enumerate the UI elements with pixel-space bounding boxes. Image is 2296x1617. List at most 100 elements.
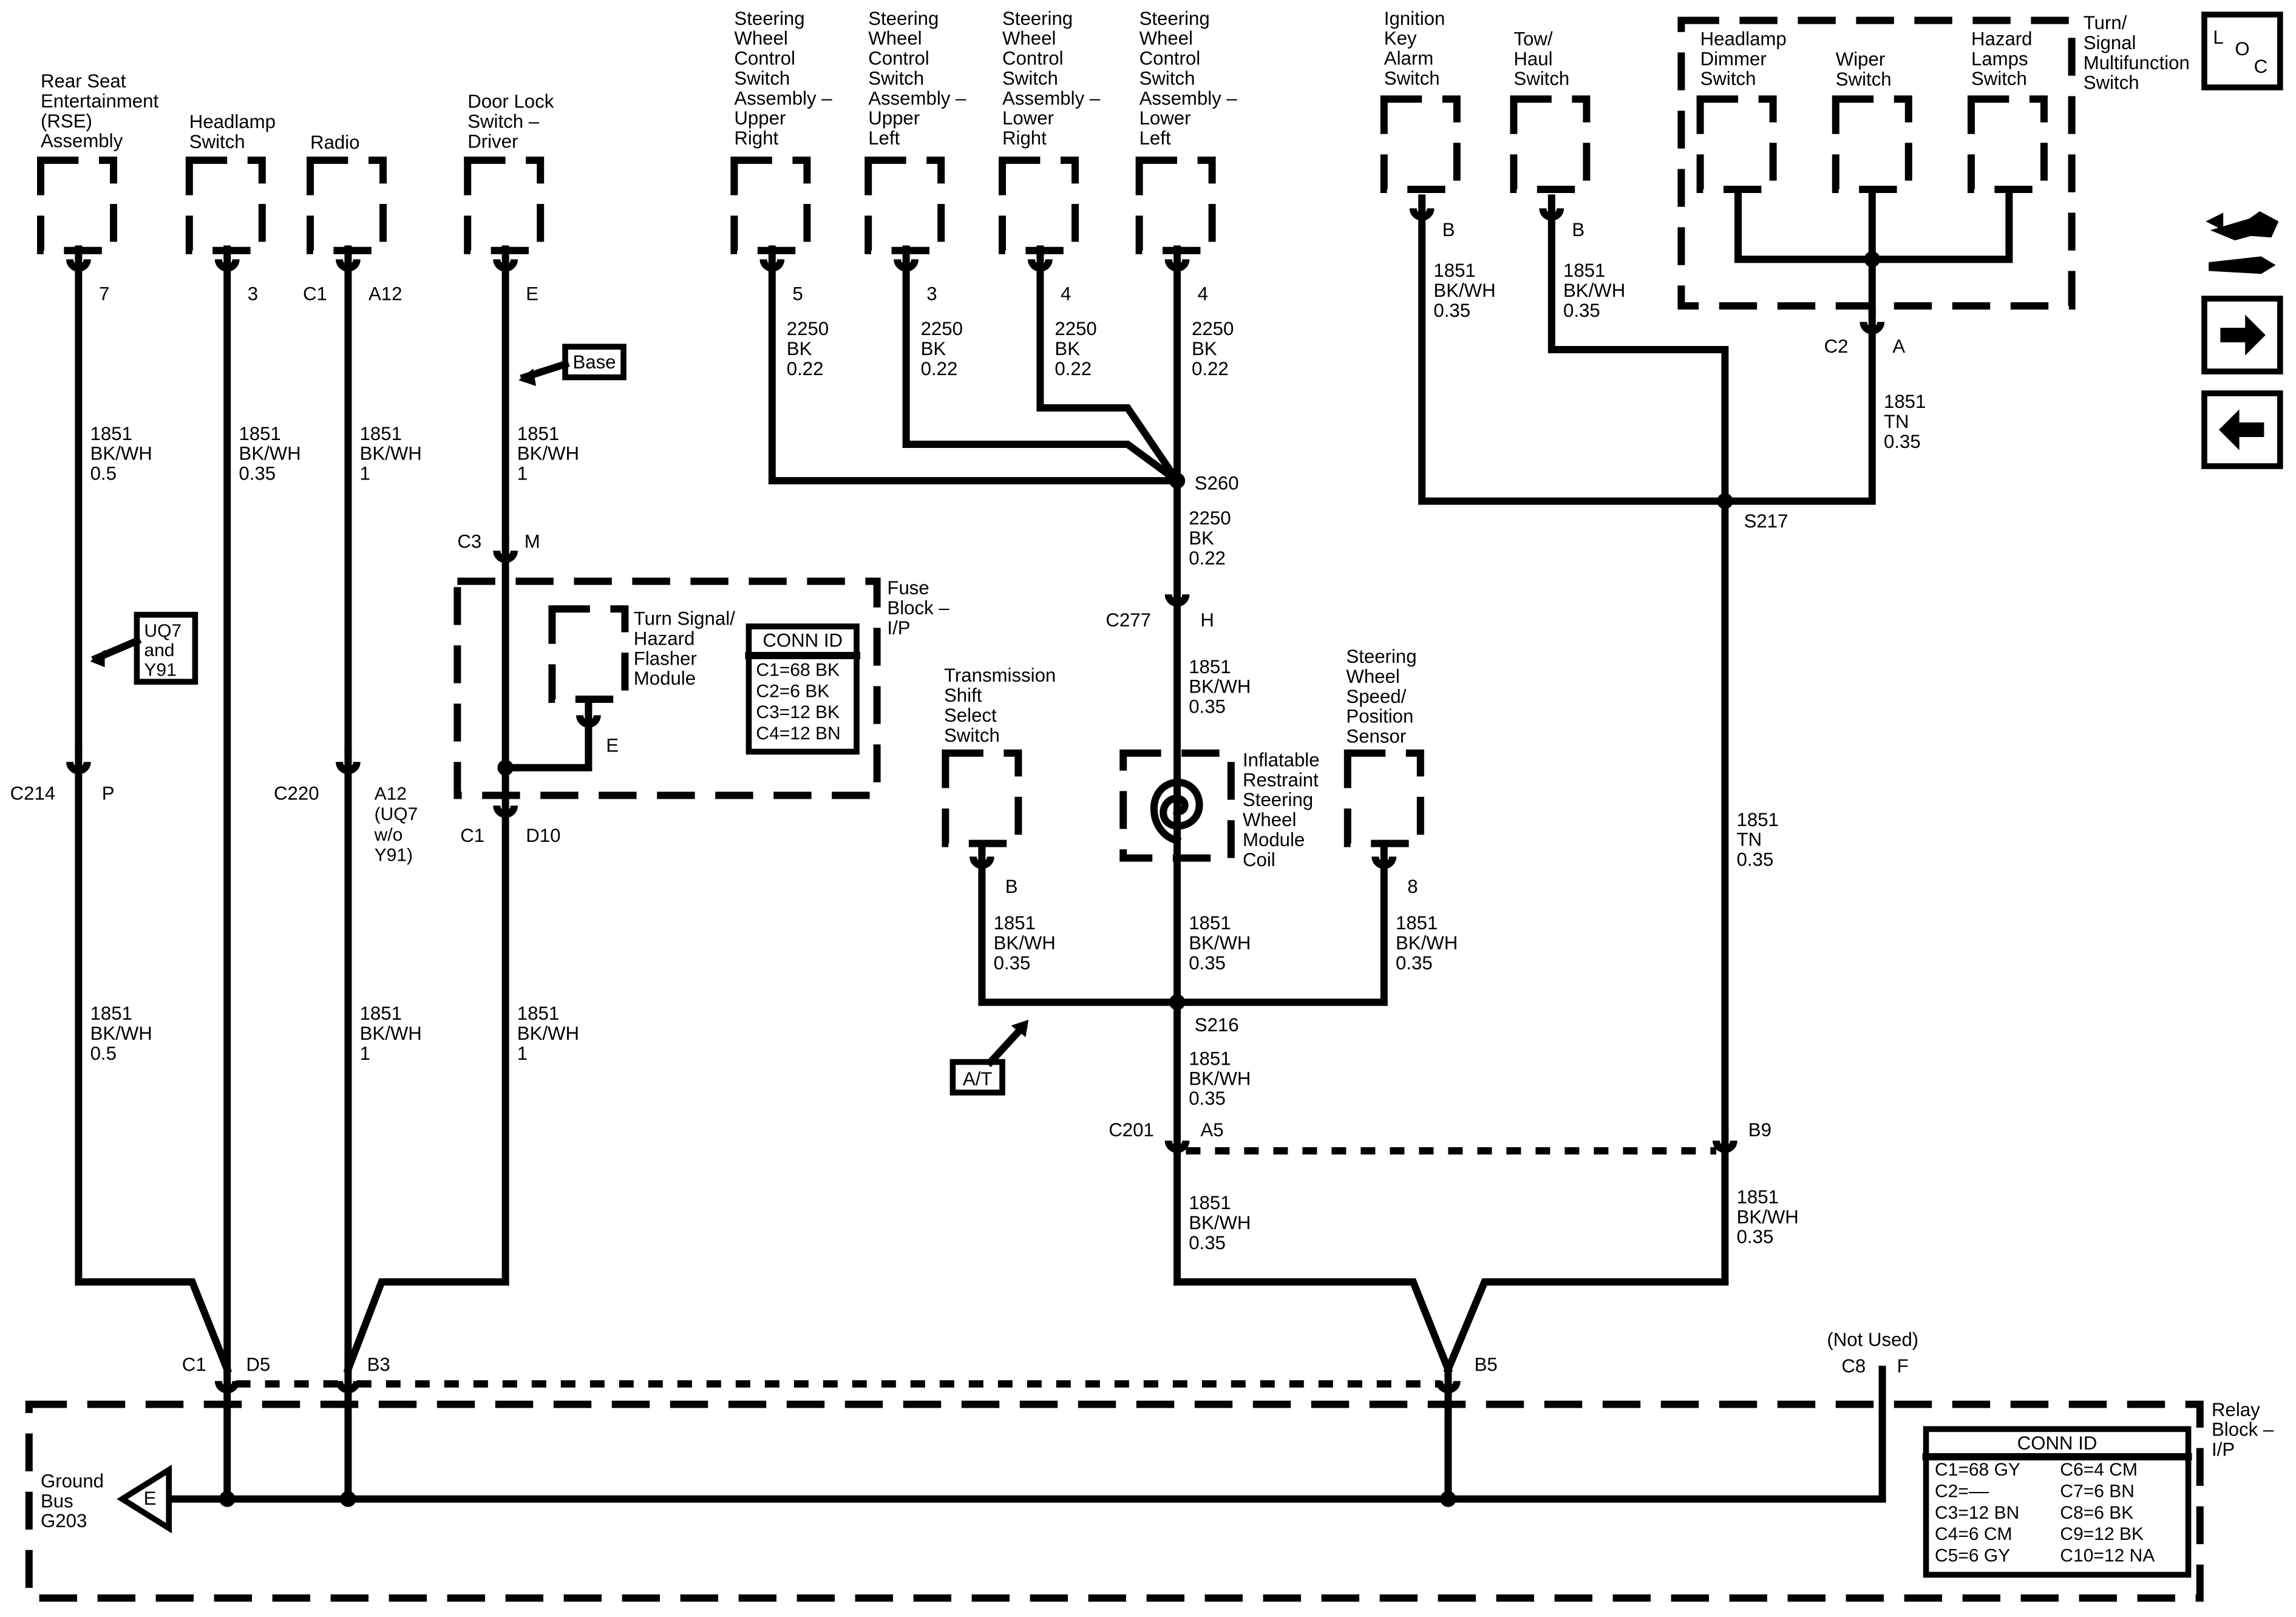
conn-radio: C1 — [303, 283, 327, 304]
pin-doorlock: E — [526, 283, 538, 304]
wire — [1443, 1147, 1729, 1374]
conn-relay-title: CONN ID — [2017, 1432, 2097, 1454]
relay-block-ip — [25, 1400, 2204, 1602]
ground-e: E — [144, 1488, 157, 1509]
wire — [1721, 328, 1876, 505]
junction-ground-2 — [1440, 1491, 1456, 1507]
pin-ign: B — [1442, 219, 1455, 240]
callout-at: A/T — [963, 1068, 993, 1090]
component-box-wiper — [1832, 95, 1912, 193]
rb-notused: (Not Used) — [1827, 1329, 1918, 1351]
arrowhead — [1011, 1020, 1029, 1037]
arrow-right-icon[interactable] — [2201, 296, 2283, 375]
pin-swc_ll: 4 — [1198, 283, 1208, 304]
callout-base: Base — [572, 351, 616, 373]
component-box-doorlock — [464, 157, 545, 254]
loc-l: L — [2213, 27, 2223, 48]
pin-b9: B9 — [1748, 1119, 1771, 1141]
component-box-trans — [942, 749, 1022, 847]
pin-swc_ur: 5 — [792, 283, 803, 304]
junction-flasher — [497, 759, 514, 776]
conn-id-fuse — [746, 623, 860, 755]
rb-f: F — [1897, 1355, 1909, 1377]
pin-c214: P — [102, 783, 115, 804]
rb-c8: C8 — [1841, 1355, 1866, 1377]
pin-c3: M — [525, 531, 540, 552]
arrowhead — [518, 368, 536, 386]
component-box-flasher — [548, 605, 629, 703]
rb-b5: B5 — [1475, 1354, 1498, 1375]
pin-trans: B — [1005, 876, 1018, 897]
wire — [343, 1278, 509, 1374]
arrowhead — [90, 649, 105, 668]
component-box-headlamp — [185, 157, 266, 254]
component-box-hazard — [1968, 95, 2048, 193]
pin-c277: H — [1200, 609, 1214, 631]
component-box-tow — [1510, 95, 1591, 193]
ground-triangle-icon — [117, 1464, 172, 1534]
splice-s217-label: S217 — [1744, 510, 1788, 532]
loc-o: O — [2235, 38, 2249, 59]
wire — [1036, 266, 1183, 486]
component-box-swc_ll — [1135, 157, 1216, 254]
conn-c201: C201 — [1109, 1119, 1154, 1141]
component-box-dimmer — [1696, 95, 1777, 193]
component-box-swsensor — [1343, 749, 1424, 847]
loc-icon[interactable] — [2201, 12, 2283, 90]
pin-c201: A5 — [1200, 1119, 1223, 1141]
loc-c: C — [2254, 56, 2268, 77]
wire — [75, 768, 232, 1374]
fuse-block-ip — [453, 577, 881, 799]
component-box-ign — [1380, 95, 1461, 193]
pin-swc_ul: 3 — [926, 283, 937, 304]
callout-box-uq7 — [134, 612, 199, 685]
wire — [1173, 1147, 1453, 1374]
pin-swsensor: 8 — [1407, 876, 1418, 897]
pin-swc_lr: 4 — [1061, 283, 1071, 304]
pin-c1: D10 — [526, 825, 560, 846]
tools-icon[interactable] — [2206, 211, 2279, 274]
component-box-swc_ul — [864, 157, 945, 254]
arrow-left-icon[interactable] — [2201, 390, 2283, 469]
pin-headlamp: 3 — [248, 283, 258, 304]
rb-b3: B3 — [367, 1354, 390, 1375]
terminal-pin — [1371, 856, 1397, 869]
conn-c277: C277 — [1106, 609, 1151, 631]
callout-arrow-at — [985, 1022, 1028, 1068]
